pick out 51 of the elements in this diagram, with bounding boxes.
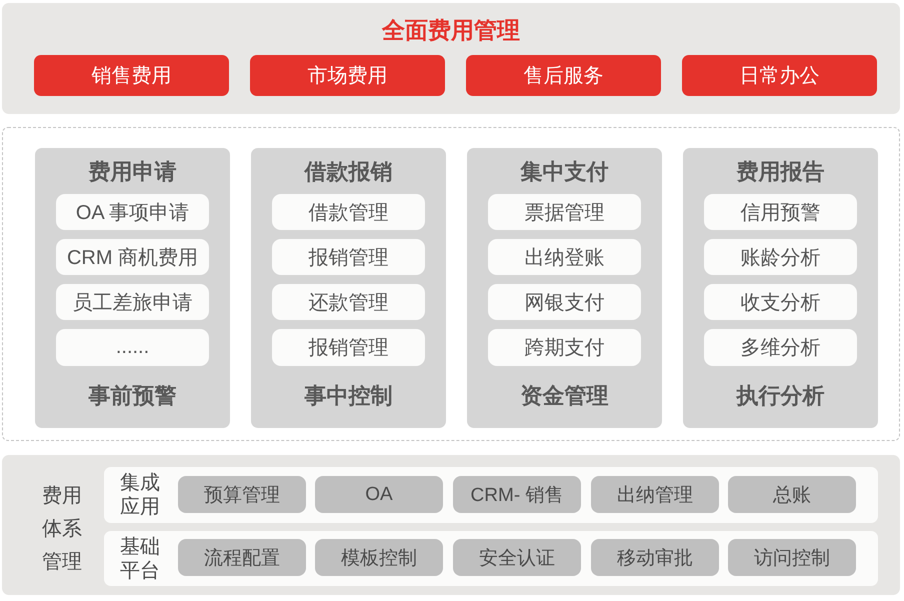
feature-tag: 网银支付 <box>488 284 641 320</box>
feature-tag: OA 事项申请 <box>56 194 209 230</box>
column-panel <box>467 148 662 428</box>
group-label: 费用体系管理 <box>42 484 82 575</box>
row-panel <box>104 531 878 586</box>
row-label: 集成应用 <box>120 471 160 519</box>
dashed-frame <box>2 127 900 441</box>
feature-tag: 收支分析 <box>704 284 857 320</box>
column-footer: 事中控制 <box>304 382 392 410</box>
module-tag: 访问控制 <box>728 539 856 576</box>
module-tag: 总账 <box>728 476 856 513</box>
module-tag: 流程配置 <box>178 539 306 576</box>
module-tag: 出纳管理 <box>591 476 719 513</box>
row-panel <box>104 467 878 523</box>
category-tag: 市场费用 <box>250 55 445 96</box>
feature-tag: 报销管理 <box>272 239 425 275</box>
feature-tag: 多维分析 <box>704 329 857 366</box>
column-panel <box>251 148 446 428</box>
category-tag: 售后服务 <box>466 55 661 96</box>
feature-tag: 员工差旅申请 <box>56 284 209 320</box>
column-heading: 费用申请 <box>88 158 176 186</box>
column-heading: 集中支付 <box>520 158 608 186</box>
column-heading: 借款报销 <box>304 158 392 186</box>
column-panel <box>35 148 230 428</box>
module-tag: 安全认证 <box>453 539 581 576</box>
feature-tag: 还款管理 <box>272 284 425 320</box>
row-label: 基础平台 <box>120 535 160 583</box>
category-tag: 日常办公 <box>682 55 877 96</box>
feature-tag: 信用预警 <box>704 194 857 230</box>
module-tag: 预算管理 <box>178 476 306 513</box>
column-panel <box>683 148 878 428</box>
column-footer: 事前预警 <box>88 382 176 410</box>
feature-tag: 账龄分析 <box>704 239 857 275</box>
category-tag: 销售费用 <box>34 55 229 96</box>
module-tag: OA <box>315 476 443 513</box>
module-tag: CRM- 销售 <box>453 476 581 513</box>
column-footer: 执行分析 <box>736 382 824 410</box>
column-footer: 资金管理 <box>520 382 608 410</box>
module-tag: 移动审批 <box>591 539 719 576</box>
column-heading: 费用报告 <box>736 158 824 186</box>
feature-tag: CRM 商机费用 <box>56 239 209 275</box>
module-tag: 模板控制 <box>315 539 443 576</box>
feature-tag: 借款管理 <box>272 194 425 230</box>
feature-tag: 出纳登账 <box>488 239 641 275</box>
feature-tag: 报销管理 <box>272 329 425 366</box>
panel-title: 全面费用管理 <box>382 16 520 44</box>
feature-tag: 票据管理 <box>488 194 641 230</box>
feature-tag: 跨期支付 <box>488 329 641 366</box>
feature-tag: ...... <box>56 329 209 366</box>
footer-panel <box>2 455 900 595</box>
header-panel <box>2 3 900 114</box>
